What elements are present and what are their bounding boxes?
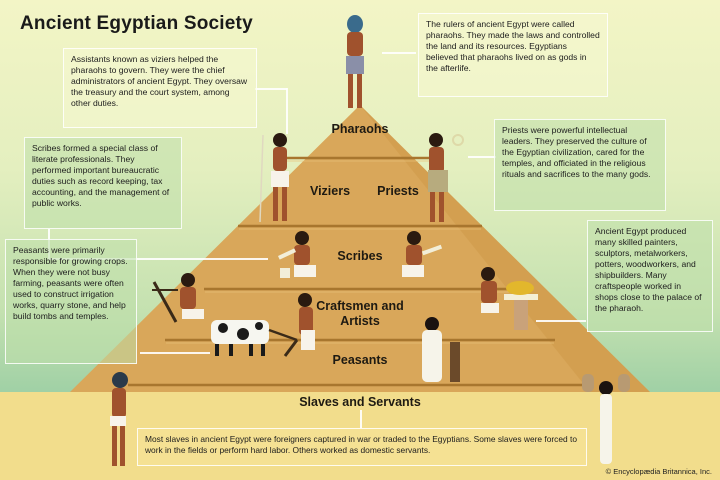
connector-viziers-vertical <box>286 88 288 134</box>
page-title: Ancient Egyptian Society <box>20 13 253 34</box>
craftsman-right-figure-icon <box>481 267 538 330</box>
copyright-credit: © Encyclopædia Britannica, Inc. <box>605 467 712 476</box>
tier-label-craftsmen-artists: Craftsmen and Artists <box>316 299 404 328</box>
info-box-priests: Priests were powerful intellectual leade… <box>494 119 666 211</box>
connector-craftsmen <box>536 320 586 322</box>
craftsman-left-figure-icon <box>152 273 204 323</box>
info-box-viziers: Assistants known as viziers helped the p… <box>63 48 257 128</box>
tier-label-viziers: Viziers <box>309 184 351 198</box>
connector-pharaohs <box>382 52 416 54</box>
vizier-figure-icon <box>259 133 289 223</box>
tier-label-priests: Priests <box>377 184 419 198</box>
scribe-right-figure-icon <box>402 231 443 277</box>
servant-left-figure-icon <box>110 372 128 466</box>
connector-peasants <box>140 352 210 354</box>
info-box-scribes: Scribes formed a special class of litera… <box>24 137 182 229</box>
connector-scribes <box>48 258 268 260</box>
peasant-woman-figure-icon <box>422 317 460 382</box>
connector-priests <box>468 156 496 158</box>
connector-viziers <box>255 88 287 90</box>
info-box-craftsmen: Ancient Egypt produced many skilled pain… <box>587 220 713 332</box>
tier-label-scribes: Scribes <box>337 249 383 263</box>
ox-and-plow-figure-icon <box>211 293 315 357</box>
info-box-peasants: Peasants were primarily responsible for … <box>5 239 137 364</box>
scribe-left-figure-icon <box>277 231 316 278</box>
pharaoh-figure-icon <box>346 15 364 108</box>
tier-label-slaves-servants: Slaves and Servants <box>299 395 421 409</box>
connector-slaves <box>360 410 362 428</box>
info-box-slaves: Most slaves in ancient Egypt were foreig… <box>137 428 587 466</box>
priest-figure-icon <box>428 133 464 222</box>
tier-label-peasants: Peasants <box>332 353 388 367</box>
servant-right-figure-icon <box>582 374 630 464</box>
tier-label-pharaohs: Pharaohs <box>331 122 389 136</box>
info-box-pharaohs: The rulers of ancient Egypt were called … <box>418 13 608 97</box>
